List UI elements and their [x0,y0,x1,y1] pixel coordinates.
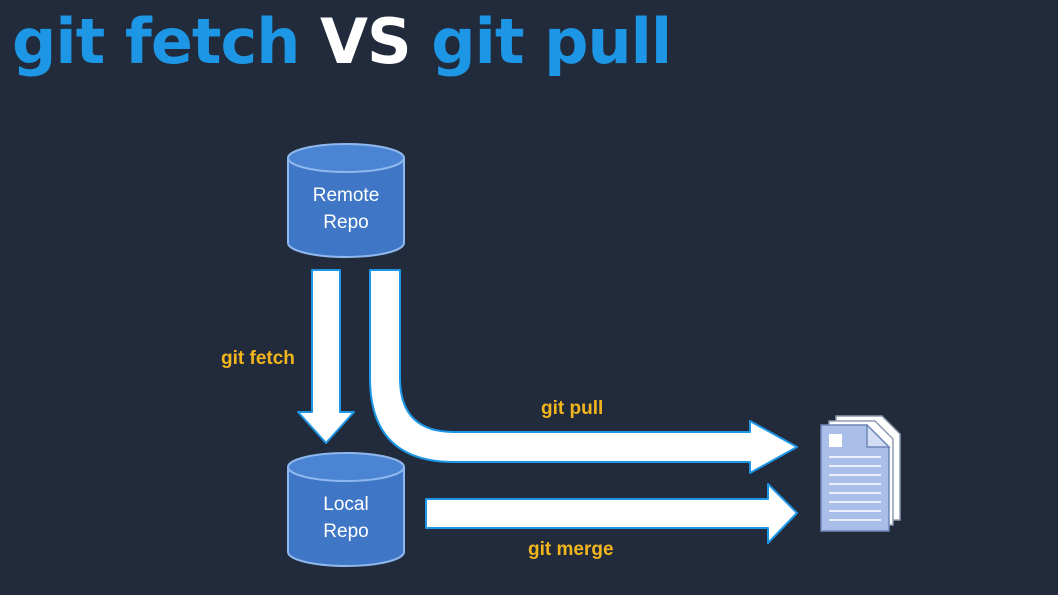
remote-repo-label-line1: Remote [313,185,380,206]
git-merge-label: git merge [528,539,614,560]
remote-repo-label-line2: Repo [323,212,368,233]
title-git-fetch: git fetch [12,5,300,78]
git-pull-arrow [369,269,798,474]
git-fetch-arrow [297,269,355,444]
page-title: git fetch VS git pull [12,2,672,82]
remote-repo-cylinder-icon: Remote Repo [287,143,405,258]
local-repo-cylinder-icon: Local Repo [287,452,405,567]
local-repo-label-line2: Repo [323,521,368,542]
git-fetch-label: git fetch [221,348,295,369]
local-repo-label-line1: Local [323,494,368,515]
title-git-pull: git pull [431,5,672,78]
git-pull-label: git pull [541,398,603,419]
git-merge-arrow [425,483,798,544]
working-copy-documents-icon [820,415,901,532]
title-vs: VS [320,5,412,78]
